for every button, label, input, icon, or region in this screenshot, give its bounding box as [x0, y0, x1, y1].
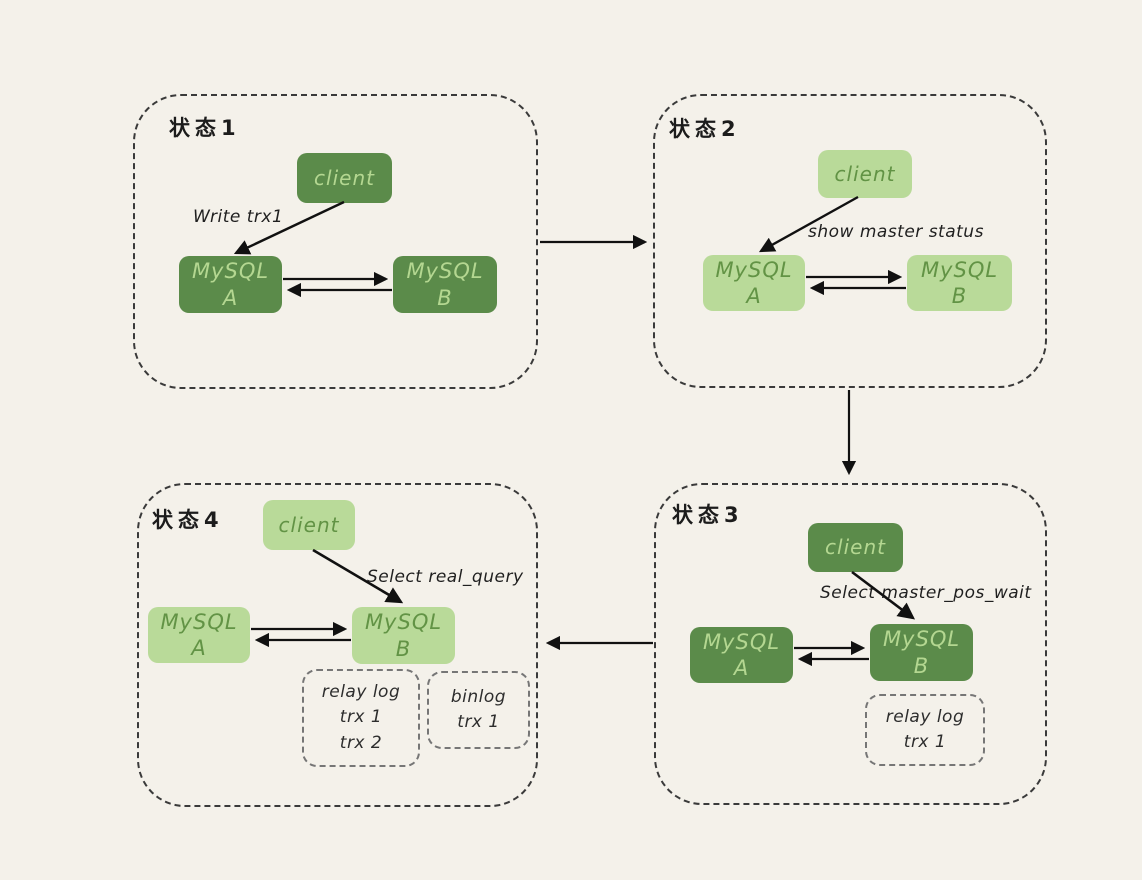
- state4-title: 状态4: [152, 508, 224, 532]
- state3-mysql-a-node: MySQL A: [690, 627, 793, 683]
- state4-binlog-entry: trx 1: [457, 712, 500, 732]
- state4-relay-log-box: relay log trx 1 trx 2: [302, 669, 420, 767]
- state2-mysql-a-name: MySQL: [715, 257, 793, 282]
- state3-mysql-b-node: MySQL B: [870, 624, 973, 681]
- state3-action-label: Select master_pos_wait: [820, 583, 1032, 603]
- state1-mysql-b-name: MySQL: [406, 259, 484, 284]
- state2-client-node: client: [818, 150, 912, 198]
- state4-mysql-a-node: MySQL A: [148, 607, 250, 663]
- state1-container: 状态1: [133, 94, 538, 389]
- state4-client-label: client: [278, 512, 340, 537]
- state2-container: 状态2: [653, 94, 1047, 388]
- state4-container: 状态4: [137, 483, 538, 807]
- state2-mysql-a-node: MySQL A: [703, 255, 805, 311]
- state3-relay-log-entry: trx 1: [903, 732, 947, 752]
- state1-mysql-b-id: B: [437, 285, 453, 310]
- state1-mysql-a-name: MySQL: [191, 259, 270, 284]
- state3-mysql-b-id: B: [913, 653, 930, 678]
- state4-mysql-a-name: MySQL: [160, 609, 238, 634]
- state1-mysql-a-node: MySQL A: [179, 256, 282, 313]
- state2-mysql-b-name: MySQL: [920, 257, 999, 282]
- state4-mysql-b-node: MySQL B: [352, 607, 455, 664]
- state3-client-node: client: [808, 523, 903, 572]
- state4-action-label: Select real_query: [367, 567, 524, 587]
- state1-client-node: client: [297, 153, 392, 203]
- state1-mysql-b-node: MySQL B: [393, 256, 497, 313]
- state4-relay-log-entry1: trx 1: [339, 707, 383, 728]
- state2-action-label: show master status: [808, 222, 984, 242]
- state4-binlog-box: binlog trx 1: [427, 671, 530, 749]
- state3-mysql-a-id: A: [733, 656, 750, 680]
- state1-client-label: client: [314, 165, 375, 190]
- state1-action-label: Write trx1: [193, 207, 284, 227]
- state4-mysql-b-id: B: [395, 636, 412, 661]
- state2-title: 状态2: [669, 117, 741, 141]
- state3-mysql-b-name: MySQL: [882, 627, 961, 652]
- state3-relay-log-title: relay log: [885, 706, 965, 727]
- state2-mysql-a-id: A: [746, 284, 762, 308]
- state3-relay-log-box: relay log trx 1: [865, 694, 985, 766]
- state4-mysql-a-id: A: [191, 636, 207, 660]
- state3-client-label: client: [825, 535, 886, 559]
- state2-client-label: client: [834, 161, 896, 186]
- state4-client-node: client: [263, 500, 355, 550]
- state3-container: 状态3: [654, 483, 1047, 805]
- state4-binlog-title: binlog: [450, 686, 507, 707]
- state3-title: 状态3: [672, 503, 744, 527]
- state2-mysql-b-node: MySQL B: [907, 255, 1012, 311]
- state3-mysql-a-name: MySQL: [702, 629, 781, 654]
- state4-relay-log-title: relay log: [321, 681, 401, 702]
- state4-relay-log-entry2: trx 2: [339, 732, 383, 753]
- state2-mysql-b-id: B: [951, 284, 968, 308]
- state1-title: 状态1: [169, 116, 241, 140]
- state4-mysql-b-name: MySQL: [364, 610, 443, 635]
- state1-mysql-a-id: A: [222, 285, 239, 310]
